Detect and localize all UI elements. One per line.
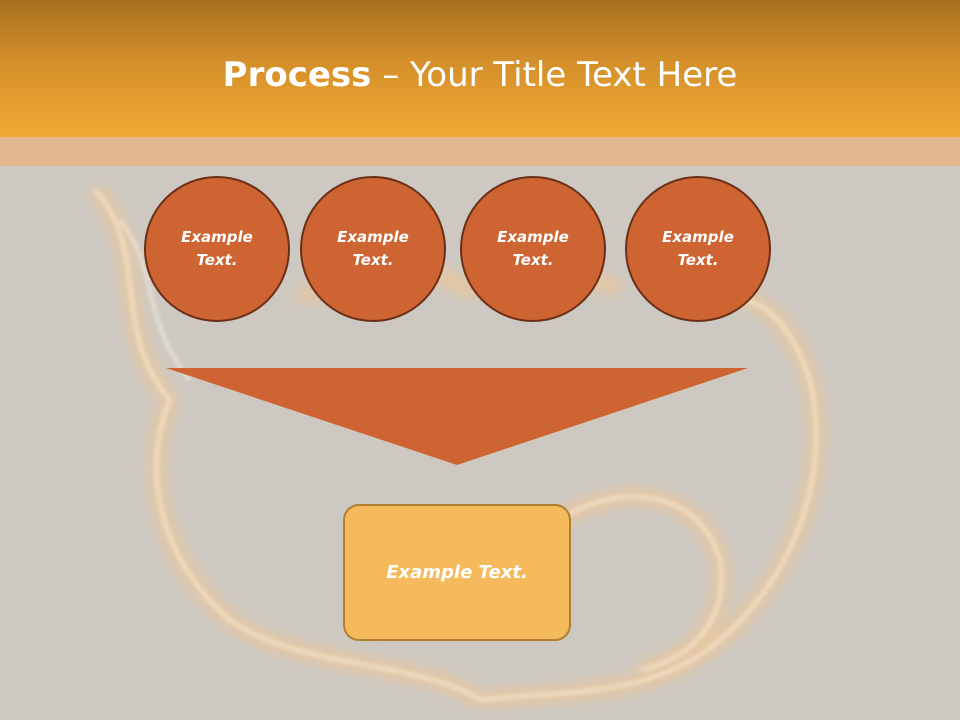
step-text-line2: Text. [677, 251, 719, 269]
step-text-line2: Text. [196, 251, 238, 269]
process-step-circle: Example Text. [300, 176, 446, 322]
result-label: Example Text. [386, 562, 528, 583]
title-bold-part: Process [222, 55, 372, 95]
result-box: Example Text. [343, 504, 571, 641]
title-separator: – [371, 55, 411, 95]
step-text-line1: Example [497, 228, 569, 246]
step-text-line1: Example [662, 228, 734, 246]
title-rest: Your Title Text Here [410, 55, 738, 95]
funnel-triangle [166, 368, 748, 465]
process-step-circle: Example Text. [625, 176, 771, 322]
process-step-circle: Example Text. [460, 176, 606, 322]
process-step-circle: Example Text. [144, 176, 290, 322]
step-text-line2: Text. [512, 251, 554, 269]
slide-title: Process – Your Title Text Here [0, 52, 960, 98]
step-text-line2: Text. [352, 251, 394, 269]
title-bar-band [0, 137, 960, 166]
step-text-line1: Example [181, 228, 253, 246]
step-text-line1: Example [337, 228, 409, 246]
title-bar [0, 0, 960, 137]
